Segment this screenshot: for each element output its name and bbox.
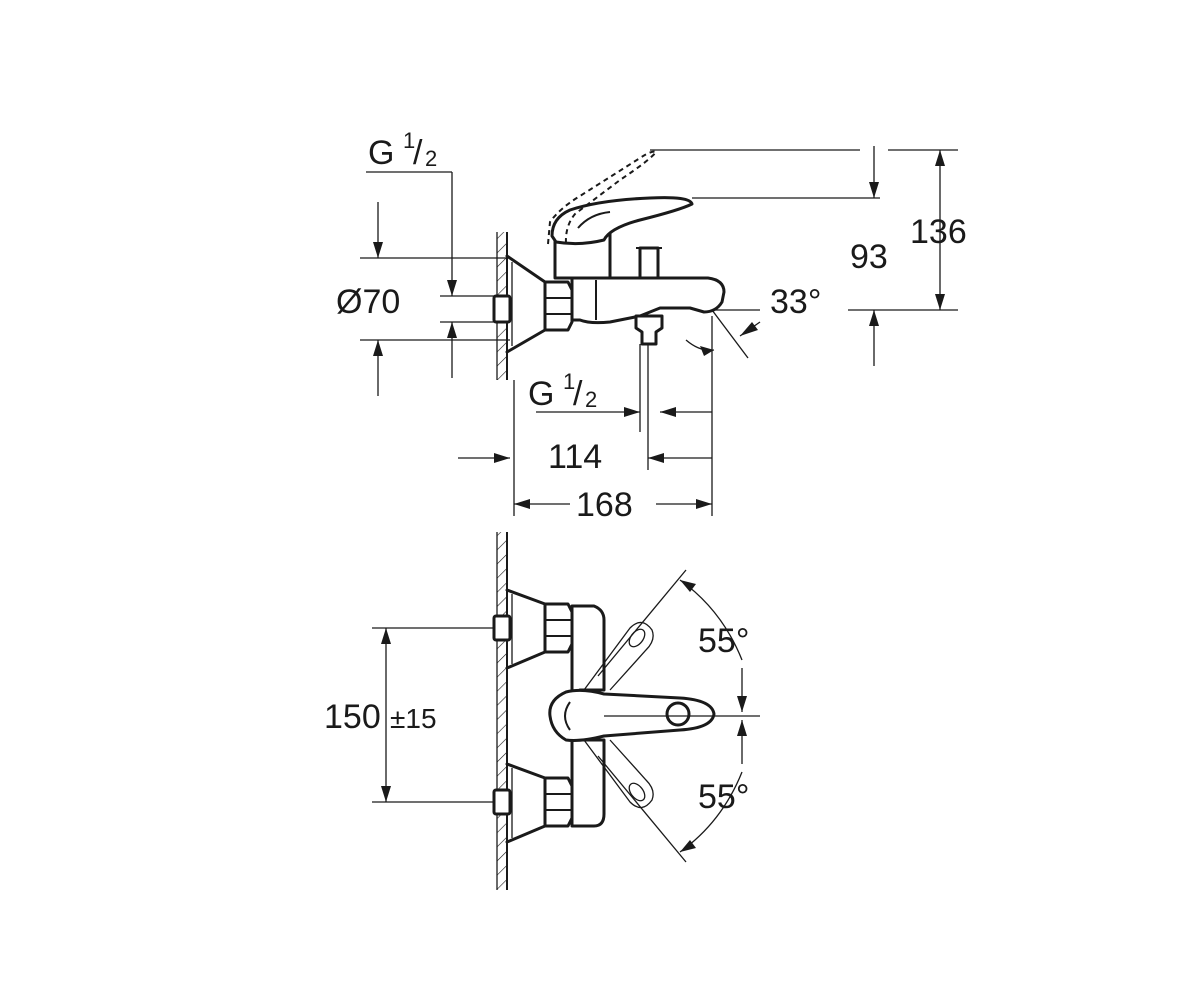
lever-hole — [665, 701, 691, 727]
spacing-label: 150 — [324, 698, 381, 736]
lever-raised-ghost — [547, 150, 658, 245]
outlet-thread-label: G — [528, 375, 554, 413]
inlet-thread-label: G — [368, 134, 394, 172]
diverter-knob — [638, 246, 660, 280]
spacing-tolerance-label: ±15 — [390, 703, 437, 734]
inlet-thread-fraction-num: 1 — [403, 128, 415, 153]
height-136-label: 136 — [910, 213, 967, 251]
outlet-thread-fraction-num: 1 — [563, 369, 575, 394]
wall-front — [496, 532, 508, 890]
inlet-thread-fraction-den: 2 — [425, 146, 437, 171]
outlet-tail-side — [634, 314, 664, 346]
angle-55-up-label: 55° — [698, 622, 749, 660]
height-93-label: 93 — [850, 238, 888, 276]
outlet-thread-fraction-den: 2 — [585, 387, 597, 412]
dimension-lines-front — [372, 569, 760, 863]
dimension-lines-side — [360, 146, 958, 516]
angle-55-down-label: 55° — [698, 778, 749, 816]
hex-nut-side — [543, 280, 574, 332]
front-view: 150 ±15 55° 55° — [324, 532, 760, 890]
outlet-thread-fraction-slash: / — [573, 375, 583, 413]
lever-side — [550, 196, 694, 246]
side-view: G 1 / 2 Ø70 33° 93 136 G 1 / 2 114 168 — [336, 128, 967, 524]
mixer-body-side — [570, 276, 726, 325]
lever-ghost-down — [583, 739, 654, 809]
diameter-label: Ø70 — [336, 283, 400, 321]
angle-33-label: 33° — [770, 283, 821, 321]
wall-connector-side — [492, 294, 512, 324]
depth-114-label: 114 — [548, 438, 602, 476]
depth-168-label: 168 — [576, 486, 633, 524]
inlet-thread-fraction-slash: / — [413, 134, 423, 172]
lower-connection-front — [492, 762, 574, 844]
escutcheon-side — [505, 254, 547, 354]
